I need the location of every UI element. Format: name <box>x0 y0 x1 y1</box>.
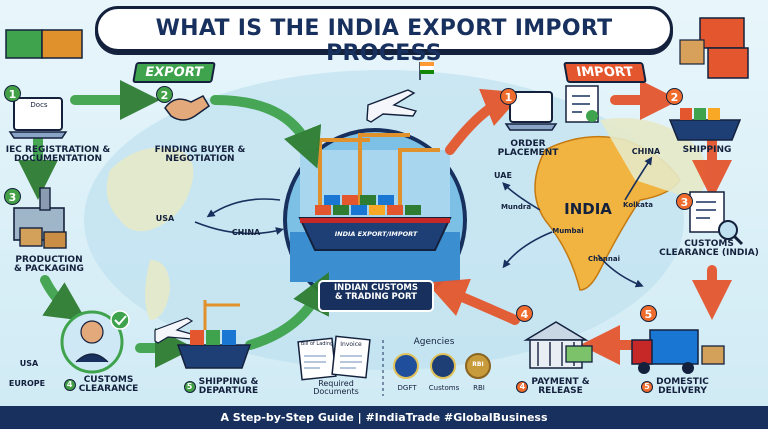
export-step-1-label: IEC REGISTRATION & DOCUMENTATION <box>5 145 111 165</box>
import-step-1-label: ORDER PLACEMENT <box>497 139 559 159</box>
import-step-5-text: DOMESTIC DELIVERY <box>656 377 709 397</box>
route-mumbai-sea <box>502 231 553 269</box>
import-step-2-number: 2 <box>666 88 683 105</box>
agency-rbi-label: RBI <box>473 384 485 392</box>
export-step-4-number: 4 <box>63 379 76 392</box>
export-arrow-2-port <box>210 95 322 169</box>
route-mundra-uae <box>502 182 541 211</box>
map-label-europe-left: EUROPE <box>8 379 46 388</box>
map-label-usa-center: USA <box>155 214 175 223</box>
route-usa-china <box>194 221 284 235</box>
bill-of-lading-label: Bill of Lading <box>300 341 334 347</box>
magnifier-icon <box>718 220 738 240</box>
rbi-seal <box>465 353 491 379</box>
export-step-5-text: SHIPPING & DEPARTURE <box>198 377 259 397</box>
export-step-4-label: 4 CUSTOMS CLEARANCE <box>63 375 139 395</box>
invoice-label: Invoice <box>340 341 362 348</box>
agency-dgft-label: DGFT <box>397 384 417 392</box>
export-step-4-text: CUSTOMS CLEARANCE <box>78 375 139 395</box>
import-step-2-label: SHIPPING <box>682 145 732 155</box>
map-label-usa-left: USA <box>19 359 39 368</box>
route-china-usa <box>206 198 281 218</box>
map-label-kolkata: Kolkata <box>623 201 653 209</box>
airplane-top <box>366 89 418 123</box>
dgft-seal <box>393 353 419 379</box>
port-caption-banner <box>318 280 434 312</box>
import-step-4-number: 4 <box>516 305 533 322</box>
laptop-illustration <box>13 97 63 131</box>
invoice-doc <box>331 335 371 379</box>
import-arrow-port-1 <box>445 88 524 155</box>
route-chennai-sea <box>597 254 644 288</box>
port-containers <box>315 195 421 215</box>
import-step-4-label: 4 PAYMENT & RELEASE <box>510 377 596 397</box>
import-tag: IMPORT <box>563 62 647 83</box>
delivery-truck-illustration <box>649 329 699 365</box>
export-step-3-number: 3 <box>4 188 21 205</box>
export-arrow-5-port <box>245 272 329 350</box>
rbi-seal-text: RBI <box>472 361 484 368</box>
export-tag: EXPORT <box>132 62 216 83</box>
cash-illustration <box>565 345 593 363</box>
required-documents-label: Required Documents <box>313 379 359 397</box>
map-label-china-right: CHINA <box>631 147 661 156</box>
export-step-1-number: 1 <box>4 85 21 102</box>
export-step-5-number: 5 <box>183 381 196 394</box>
port-caption: INDIAN CUSTOMS & TRADING PORT <box>333 283 418 302</box>
title-banner: WHAT IS THE INDIA EXPORT IMPORT PROCESS <box>95 6 673 66</box>
import-step-4-small-number: 4 <box>516 381 529 394</box>
map-label-mundra: Mundra <box>500 203 532 211</box>
footer-banner: A Step-by-Step Guide | #IndiaTrade #Glob… <box>0 406 768 429</box>
import-arrow-4-port <box>426 278 520 325</box>
customs-document-illustration <box>689 191 725 233</box>
page-title: WHAT IS THE INDIA EXPORT IMPORT PROCESS <box>155 16 613 66</box>
map-label-china-center: CHINA <box>231 228 261 237</box>
agencies-title: Agencies <box>413 337 455 347</box>
import-step-5-number: 5 <box>640 305 657 322</box>
agency-customs-label: Customs <box>428 384 460 392</box>
import-step-1-number: 1 <box>500 88 517 105</box>
handshake-illustration <box>164 95 210 121</box>
export-step-2-number: 2 <box>156 86 173 103</box>
export-step-5-label: 5 SHIPPING & DEPARTURE <box>176 377 266 397</box>
container-stack-left <box>5 29 83 59</box>
check-mark-badge <box>110 310 130 330</box>
ship-departure-illustration <box>176 344 252 369</box>
export-step-3-label: PRODUCTION & PACKAGING <box>14 255 84 275</box>
export-step-2-label: FINDING BUYER & NEGOTIATION <box>154 145 246 165</box>
map-label-mumbai: Mumbai <box>552 227 584 235</box>
route-kolkata-china <box>624 156 653 201</box>
import-step-3-label: CUSTOMS CLEARANCE (INDIA) <box>659 239 759 259</box>
map-label-chennai: Chennai <box>588 255 620 263</box>
import-step-5-small-number: 5 <box>641 381 654 394</box>
order-laptop-illustration <box>509 91 553 123</box>
customs-seal <box>430 353 456 379</box>
map-label-uae: UAE <box>494 171 512 180</box>
import-step-5-label: 5 DOMESTIC DELIVERY <box>628 377 722 397</box>
container-stack-right <box>679 17 749 79</box>
import-step-4-text: PAYMENT & RELEASE <box>531 377 590 397</box>
import-ship-illustration <box>668 119 742 141</box>
ship-hull-text: INDIA EXPORT/IMPORT <box>334 230 418 238</box>
export-arrow-3-4 <box>40 275 87 322</box>
americas-land <box>106 147 194 320</box>
import-step-3-number: 3 <box>676 193 693 210</box>
export-docs-label: Docs <box>30 101 48 109</box>
map-label-india: INDIA <box>564 200 612 218</box>
